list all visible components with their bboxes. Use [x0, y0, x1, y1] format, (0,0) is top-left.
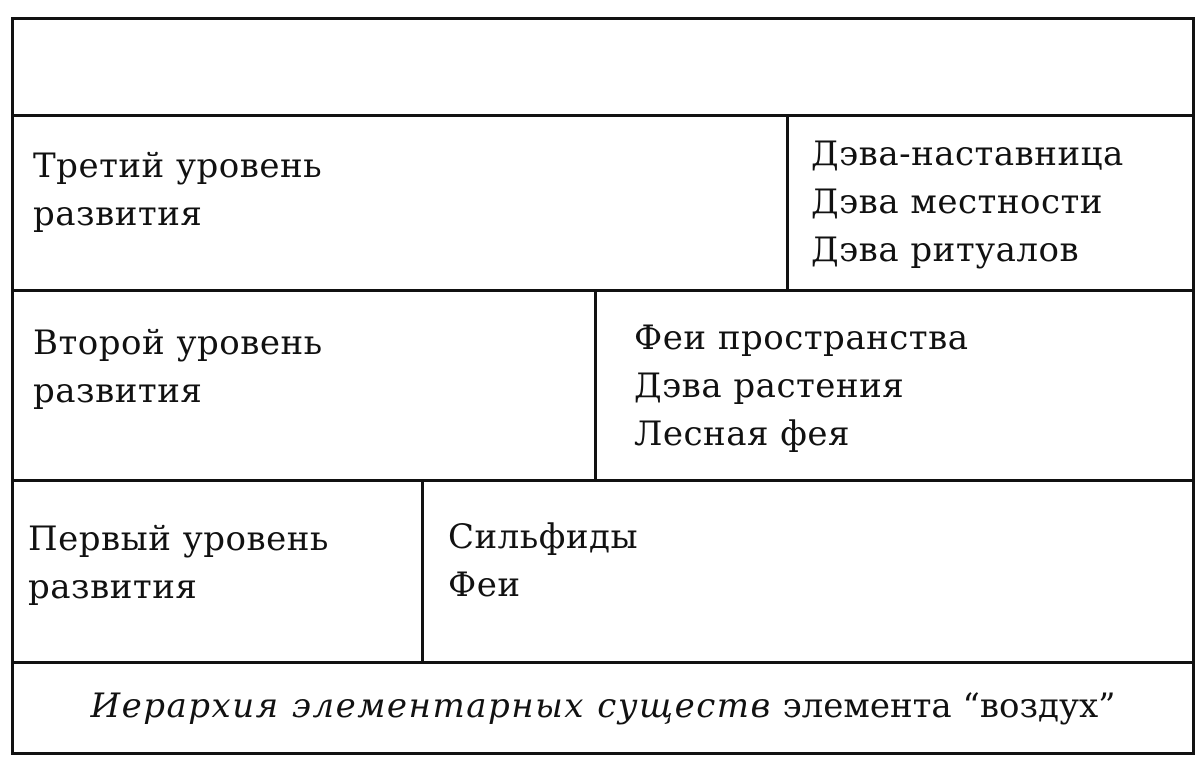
- hierarchy-table: Третий уровень развития Дэва-наставница …: [11, 17, 1195, 755]
- being-item: Дэва-наставница: [811, 134, 1124, 174]
- level-1-label-line2: развития: [28, 567, 198, 607]
- level-1-row: Первый уровень развития Сильфиды Феи: [14, 482, 1192, 664]
- being-item: Дэва растения: [634, 366, 905, 406]
- level-1-beings-cell: Сильфиды Феи: [424, 482, 1192, 661]
- caption-italic-part: Иерархия элементарных существ: [90, 686, 772, 726]
- being-item: Феи: [448, 565, 521, 605]
- level-3-beings-cell: Дэва-наставница Дэва местности Дэва риту…: [789, 117, 1192, 289]
- level-3-label-line1: Третий уровень: [33, 146, 323, 186]
- being-item: Дэва местности: [811, 182, 1103, 222]
- empty-header-row: [14, 20, 1192, 117]
- caption-row: Иерархия элементарных существ элемента “…: [14, 664, 1192, 752]
- being-item: Лесная фея: [634, 414, 850, 454]
- level-1-label-line1: Первый уровень: [28, 519, 329, 559]
- level-2-label-cell: Второй уровень развития: [14, 292, 597, 479]
- level-3-row: Третий уровень развития Дэва-наставница …: [14, 117, 1192, 292]
- level-2-label-line1: Второй уровень: [33, 323, 323, 363]
- level-2-beings-cell: Феи пространства Дэва растения Лесная фе…: [597, 292, 1192, 479]
- being-item: Дэва ритуалов: [811, 230, 1080, 270]
- level-2-row: Второй уровень развития Феи пространства…: [14, 292, 1192, 482]
- being-item: Сильфиды: [448, 517, 639, 557]
- level-3-label-cell: Третий уровень развития: [14, 117, 789, 289]
- being-item: Феи пространства: [634, 318, 969, 358]
- level-2-label-line2: развития: [33, 371, 203, 411]
- level-1-label-cell: Первый уровень развития: [14, 482, 424, 661]
- diagram-caption: Иерархия элементарных существ элемента “…: [14, 664, 1192, 752]
- level-3-label-line2: развития: [33, 194, 203, 234]
- caption-plain-part: элемента “воздух”: [782, 686, 1116, 726]
